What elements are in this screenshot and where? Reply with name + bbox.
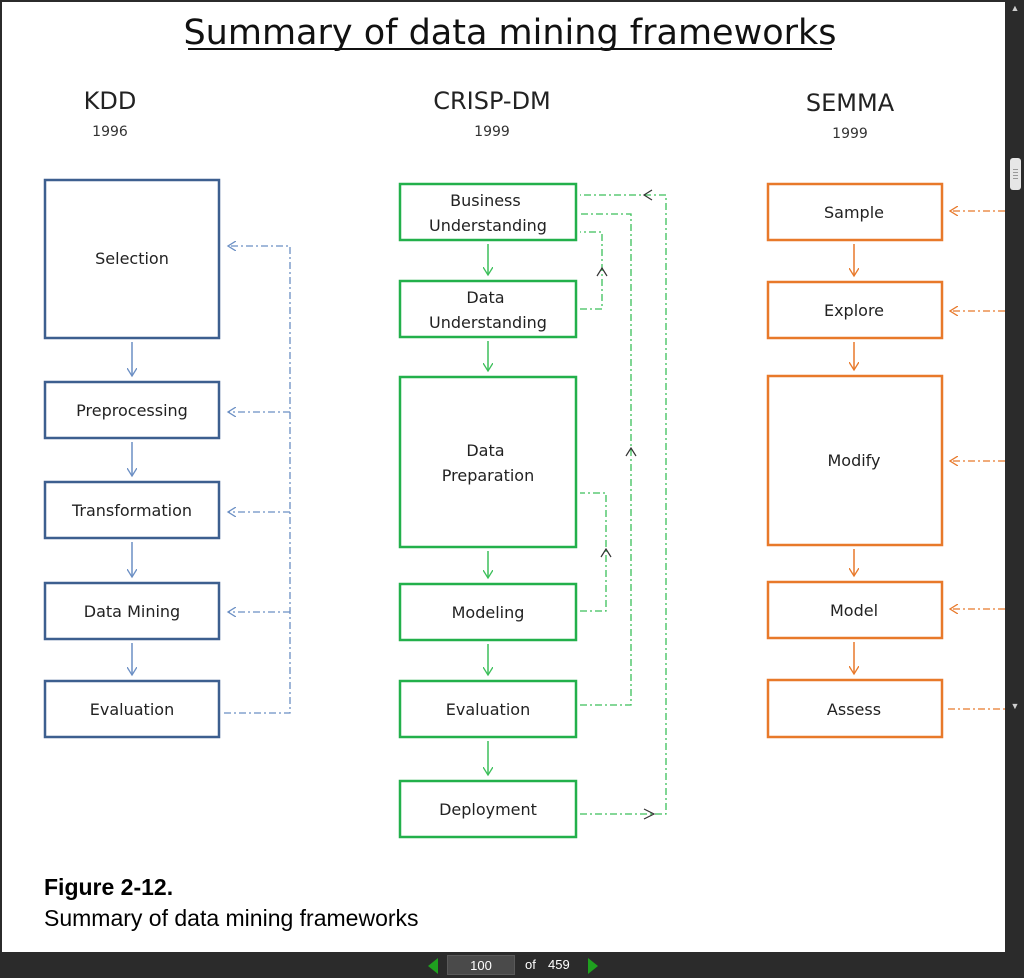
semma-step-modify: Modify bbox=[827, 451, 880, 470]
semma-step-model-box bbox=[766, 580, 944, 640]
semma-column: Sample Explore Modify Model Assess bbox=[766, 182, 1005, 739]
crisp-step-data-understanding-box bbox=[398, 279, 578, 339]
crisp-column: Business Understanding Data Understandin… bbox=[398, 182, 667, 839]
kdd-step-transformation: Transformation bbox=[71, 501, 192, 520]
crisp-step-data-preparation: Data Preparation bbox=[442, 441, 534, 485]
kdd-step-data-mining-box bbox=[43, 581, 221, 641]
kdd-step-preprocessing-box bbox=[43, 380, 221, 440]
triangle-right-icon[interactable] bbox=[588, 958, 598, 974]
crisp-step-deployment: Deployment bbox=[439, 800, 537, 819]
kdd-step-evaluation-box bbox=[43, 679, 221, 739]
semma-header: SEMMA bbox=[806, 89, 895, 117]
crisp-step-evaluation: Evaluation bbox=[446, 700, 530, 719]
crisp-step-modeling-box bbox=[398, 582, 578, 642]
page-total-count: 459 bbox=[548, 957, 570, 972]
crisp-year: 1999 bbox=[474, 124, 510, 140]
crisp-loop-arrowheads bbox=[596, 189, 656, 820]
page-of-label: of bbox=[525, 957, 536, 972]
semma-step-assess: Assess bbox=[827, 700, 881, 719]
kdd-step-data-mining: Data Mining bbox=[84, 602, 180, 621]
kdd-header: KDD bbox=[84, 87, 137, 115]
semma-step-explore-box bbox=[766, 280, 944, 340]
crisp-step-data-understanding: Data Understanding bbox=[429, 288, 547, 332]
figure-title: Summary of data mining frameworks bbox=[183, 13, 836, 53]
semma-step-modify-box bbox=[766, 374, 944, 547]
crisp-step-business-box bbox=[398, 182, 578, 242]
semma-step-assess-box bbox=[766, 678, 944, 739]
scroll-thumb[interactable] bbox=[1010, 158, 1021, 190]
crisp-step-business: Business Understanding bbox=[429, 191, 547, 235]
book-page: Summary of data mining frameworks KDD 19… bbox=[2, 2, 1005, 952]
framework-diagram: Summary of data mining frameworks KDD 19… bbox=[43, 13, 1005, 839]
figure-caption-text: Summary of data mining frameworks bbox=[44, 905, 419, 931]
vertical-scrollbar[interactable]: ▲ ▼ bbox=[1006, 0, 1024, 952]
crisp-header: CRISP-DM bbox=[433, 87, 551, 115]
semma-step-sample-box bbox=[766, 182, 944, 242]
figure-caption-label: Figure 2-12. bbox=[44, 874, 174, 900]
kdd-step-transformation-box bbox=[43, 480, 221, 540]
triangle-left-icon[interactable] bbox=[428, 958, 438, 974]
semma-feedback-arrows bbox=[948, 211, 1005, 710]
crisp-step-deployment-box bbox=[398, 779, 578, 839]
scroll-down-icon[interactable]: ▼ bbox=[1010, 701, 1020, 711]
crisp-step-modeling: Modeling bbox=[452, 603, 525, 622]
crisp-step-data-preparation-box bbox=[398, 375, 578, 549]
page-navigation-bar: of 459 bbox=[0, 952, 1024, 978]
kdd-step-selection: Selection bbox=[95, 249, 169, 268]
semma-year: 1999 bbox=[832, 126, 868, 142]
kdd-feedback-loop bbox=[224, 246, 291, 714]
kdd-column: Selection Preprocessing Transformation D… bbox=[43, 178, 291, 739]
page-number-input[interactable] bbox=[447, 955, 515, 975]
kdd-step-evaluation: Evaluation bbox=[90, 700, 174, 719]
scroll-up-icon[interactable]: ▲ bbox=[1010, 3, 1020, 13]
crisp-feedback-loops bbox=[580, 194, 667, 815]
crisp-step-evaluation-box bbox=[398, 679, 578, 739]
semma-step-sample: Sample bbox=[824, 203, 884, 222]
semma-step-explore: Explore bbox=[824, 301, 884, 320]
semma-step-model: Model bbox=[830, 601, 878, 620]
kdd-year: 1996 bbox=[92, 124, 128, 140]
kdd-step-preprocessing: Preprocessing bbox=[76, 401, 188, 420]
kdd-step-selection-box bbox=[43, 178, 221, 340]
